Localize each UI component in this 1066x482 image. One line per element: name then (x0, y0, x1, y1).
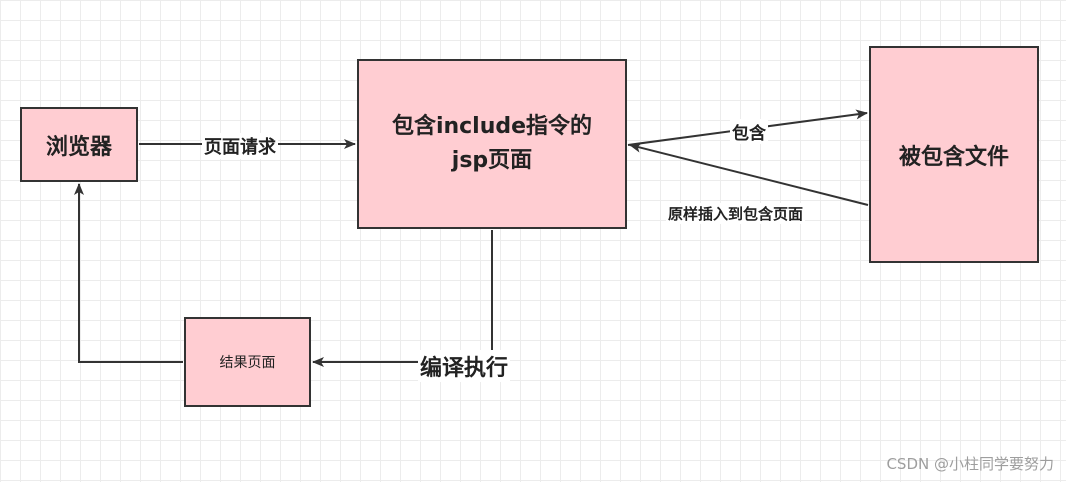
browser-node: 浏览器 (20, 107, 138, 182)
insert-into-page-label: 原样插入到包含页面 (666, 203, 806, 224)
edge-compile-execute (312, 230, 493, 367)
include-page-node: 包含include指令的 jsp页面 (357, 59, 627, 229)
included-file-node-label: 被包含文件 (898, 144, 1009, 170)
included-file-node: 被包含文件 (869, 46, 1039, 263)
edge-insert-into-page (629, 142, 869, 206)
browser-node-label: 浏览器 (45, 134, 112, 160)
result-page-node-label: 结果页面 (219, 355, 276, 371)
page-request-label: 页面请求 (202, 133, 278, 159)
include-page-label-line2: jsp页面 (451, 148, 533, 173)
watermark: CSDN @小柱同学要努力 (886, 455, 1054, 473)
result-page-node: 结果页面 (184, 317, 311, 407)
edge-result-to-browser (74, 183, 183, 363)
include-page-label-line1: 包含include指令的 (391, 114, 593, 139)
compile-execute-label: 编译执行 (418, 350, 511, 382)
include-label: 包含 (730, 119, 768, 144)
